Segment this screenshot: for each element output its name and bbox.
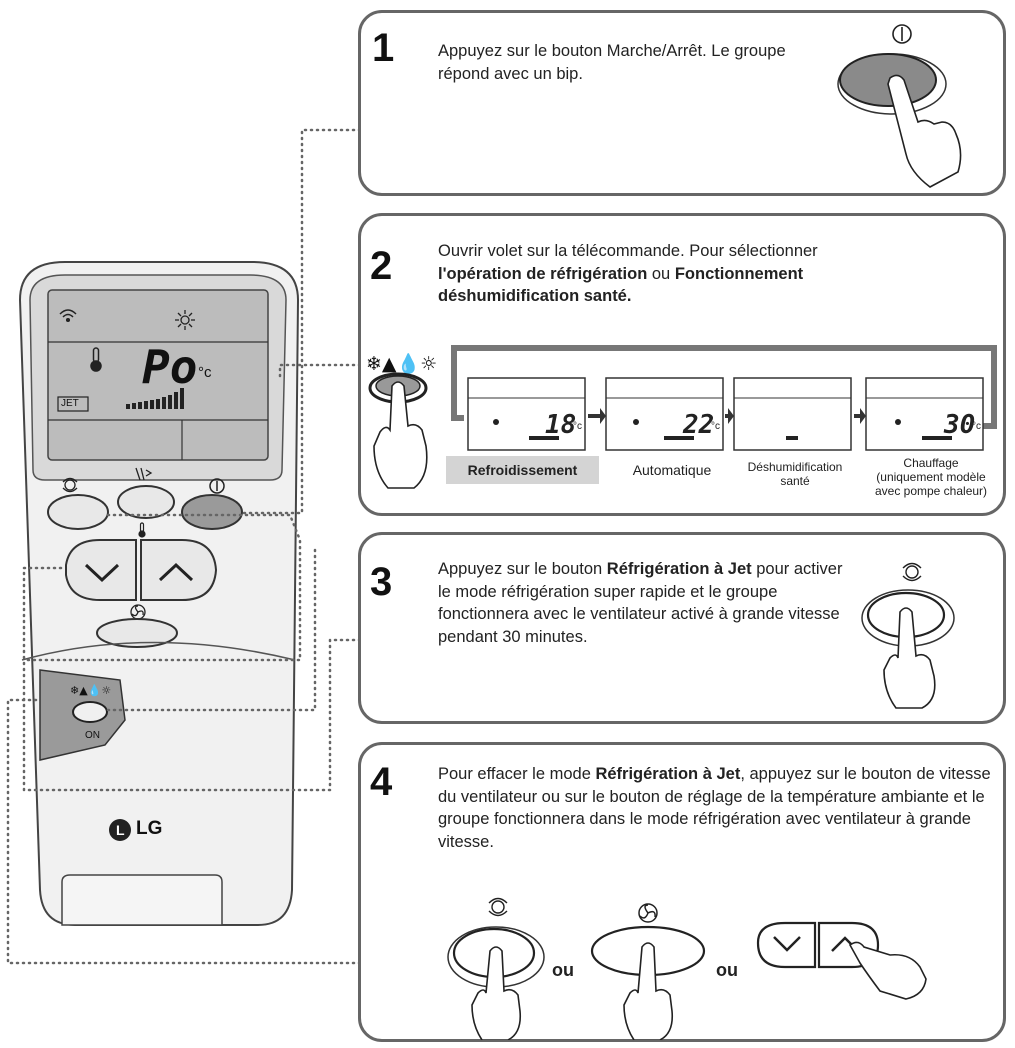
hand-icon (848, 941, 927, 1000)
jet-button-press-illustration (861, 562, 955, 709)
mode-label-dry-1: Déshumidification (747, 460, 843, 474)
swing-icon (135, 467, 153, 481)
mode-label-heat-2: (uniquement modèle (876, 470, 986, 484)
step-3-bold: Réfrigération à Jet (606, 560, 752, 578)
power-icon (209, 478, 225, 494)
mode-cycle-illustration: ❄▲💧☼ (366, 345, 997, 489)
lcd-screen (47, 289, 269, 461)
chevron-down-icon (773, 936, 801, 952)
mode-label-auto: Automatique (632, 462, 712, 478)
chevron-down-icon (84, 563, 120, 583)
mode-display-auto-value: 22 (683, 410, 715, 440)
mode-label-dry-2: santé (780, 474, 810, 488)
jet-icon (488, 897, 508, 917)
step-1-number: 1 (372, 26, 395, 70)
power-icon (892, 24, 912, 44)
battery-cover (61, 874, 223, 926)
hand-icon (623, 942, 674, 1040)
mode-display-cool-value: 18 (545, 410, 577, 440)
step-2-bold1: l'opération de réfrigération (438, 264, 648, 283)
remote-display-unit: °c (198, 364, 212, 381)
thermometer-icon (90, 347, 102, 372)
step-3-post: pour activer le mode réfrigération super… (438, 560, 843, 646)
remote-display-value: Po (142, 340, 198, 394)
step-4-number: 4 (370, 760, 393, 804)
on-label: ON (85, 730, 100, 741)
step-2-number: 2 (370, 244, 393, 288)
fan-speed-button (96, 618, 178, 648)
brand-label: LG (136, 818, 163, 839)
hand-icon (373, 381, 428, 489)
or-label-2: ou (716, 960, 738, 980)
temp-up-button (140, 539, 218, 601)
step-4-post: , appuyez sur le bouton de vitesse du ve… (438, 765, 991, 851)
mode-display-heat-unit: °c (972, 421, 981, 432)
chevron-up-icon (158, 562, 194, 582)
fan-icon (638, 903, 658, 923)
lg-logo: L (109, 819, 131, 841)
step-4-pre: Pour effacer le mode (438, 765, 596, 783)
mode-display-auto-unit: °c (711, 421, 720, 432)
fan-speed-bars (126, 388, 184, 409)
jet-icon (62, 477, 78, 493)
mode-icons-text: ❄▲💧☼ (70, 684, 111, 697)
remote-control-illustration: ❄▲💧☼ ON L (6, 128, 362, 965)
hand-icon (883, 607, 936, 709)
step-1-text: Appuyez sur le bouton Marche/Arrêt. Le g… (438, 42, 786, 83)
power-button-press-illustration (837, 24, 962, 188)
hand-icon (887, 74, 962, 188)
sun-icon (175, 310, 195, 330)
swing-button (117, 485, 175, 519)
step-3-number: 3 (370, 560, 393, 604)
step-3-text: Appuyez sur le bouton Réfrigération à Je… (438, 558, 853, 648)
step-3-pre: Appuyez sur le bouton (438, 560, 607, 578)
mode-label-cool: Refroidissement (467, 462, 578, 478)
signal-icon (59, 309, 77, 323)
hand-icon (471, 946, 522, 1040)
small-thermo-icon (138, 522, 146, 538)
jet-label: JET (61, 398, 79, 409)
mode-button (72, 701, 108, 723)
or-label-1: ou (552, 960, 574, 980)
step-2-line1: Ouvrir volet sur la télécommande. Pour s… (438, 242, 818, 260)
mode-cycle-icons: ❄▲💧☼ (366, 352, 437, 375)
jet-icon (902, 562, 922, 582)
step-4-text: Pour effacer le mode Réfrigération à Jet… (438, 763, 993, 853)
mode-display-cool-unit: °c (573, 421, 582, 432)
step-4-bold: Réfrigération à Jet (595, 765, 741, 783)
cancel-jet-illustration (447, 897, 927, 1040)
mode-label-heat-1: Chauffage (903, 456, 959, 470)
mode-label-heat-3: avec pompe chaleur) (874, 484, 988, 498)
step-2-bold2: Fonctionnement (674, 264, 804, 283)
power-button (181, 494, 243, 530)
svg-text:L: L (116, 822, 125, 838)
jet-indicator (57, 396, 89, 412)
step-2-mid: ou (647, 264, 675, 283)
temp-down-button (65, 539, 137, 601)
step-2-text: Ouvrir volet sur la télécommande. Pour s… (438, 240, 938, 308)
mode-display-heat-value: 30 (944, 410, 976, 440)
step-2-bold3: déshumidification santé. (438, 287, 632, 305)
jet-cool-button (47, 494, 109, 530)
